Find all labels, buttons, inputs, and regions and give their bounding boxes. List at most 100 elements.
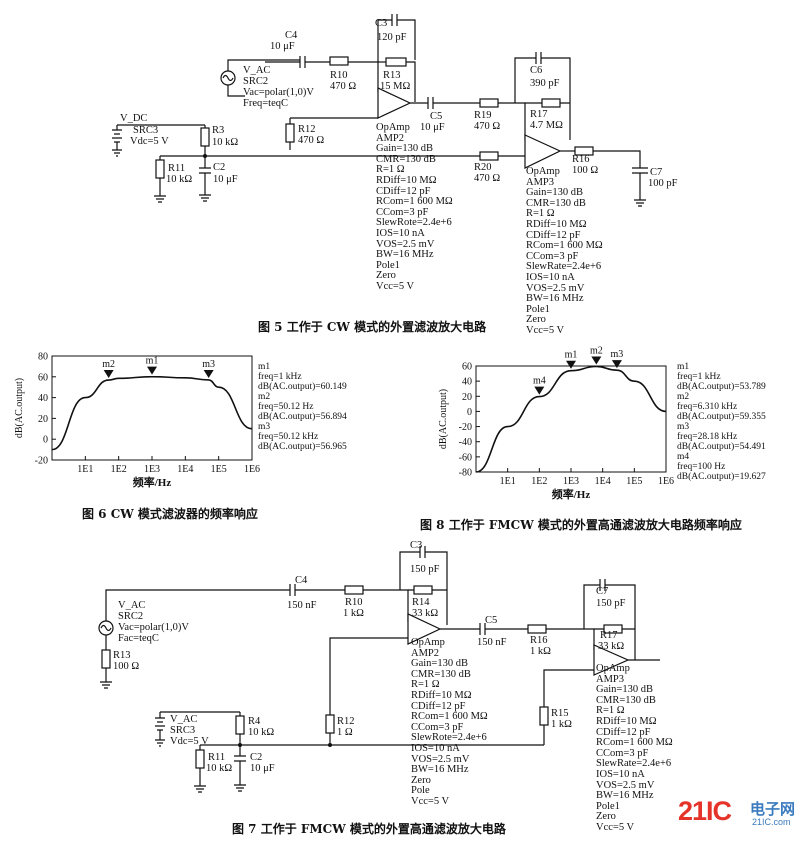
fig8-m3-freq: freq=28.18 kHz: [677, 432, 738, 442]
fig7-c5-value: 150 nF: [477, 637, 507, 648]
fig8-ylabel: dB(AC.output): [438, 389, 449, 449]
fig8-marker-tag-m1: m1: [565, 350, 578, 361]
fig8-series-line: [476, 366, 666, 472]
fig5-vac-label: V_AC: [243, 65, 271, 76]
fig7-vac-eq: Vac=polar(1,0)V: [118, 622, 189, 633]
fig6-marker-m3: m3 freq=50.12 kHz dB(AC.output)=56.965: [258, 422, 347, 452]
fig6-ytick-label-1: 0: [43, 435, 48, 446]
fig8-ytick-label-1: -60: [459, 452, 472, 463]
fig8-m1-db: dB(AC.output)=53.789: [677, 382, 766, 392]
fig7-vac-label: V_AC: [118, 600, 146, 611]
fig8-marker-triangle-m2: [591, 356, 602, 365]
fig5-freq-eq: Freq=teqC: [243, 98, 288, 109]
fig6-ytick-label-4: 60: [38, 372, 48, 383]
fig7-c2-value: 10 μF: [250, 763, 275, 774]
fig7-c2-label: C2: [250, 752, 263, 763]
fig5-src2-label: SRC2: [243, 76, 269, 87]
fig7-src3-label: SRC3: [170, 725, 196, 736]
fig7-c3-value: 150 pF: [410, 564, 440, 575]
fig7-r16-label: R16: [530, 635, 548, 646]
fig6-marker-tag-m1: m1: [146, 356, 159, 367]
fig5-r12-value: 470 Ω: [298, 135, 325, 146]
fig8-m4-name: m4: [677, 452, 690, 462]
fig6-ytick-label-3: 40: [38, 393, 48, 404]
fig6-marker-tag-m2: m2: [102, 359, 115, 370]
fig8-ytick-label-4: 0: [467, 407, 472, 418]
fig6-ytick-label-5: 80: [38, 352, 48, 363]
fig6-m3-db: dB(AC.output)=56.965: [258, 442, 347, 452]
fig5-amp3-params: OpAmp AMP3 Gain=130 dB CMR=130 dB R=1 Ω …: [526, 166, 603, 336]
fig8-ytick-label-2: -40: [459, 437, 472, 448]
fig5-vdc-eq: Vdc=5 V: [130, 136, 169, 147]
fig5-r11-label: R11: [168, 163, 186, 174]
fig5-r20-value: 470 Ω: [474, 173, 501, 184]
fig6-xtick-label-5: 1E6: [244, 464, 260, 475]
fig5-c5-value: 10 μF: [420, 122, 445, 133]
fig5-c2-label: C2: [213, 162, 226, 173]
fig8-marker-m1: m1 freq=1 kHz dB(AC.output)=53.789: [677, 362, 766, 392]
fig8-caption: 图 8 工作于 FMCW 模式的外置高通滤波放大电路频率响应: [420, 518, 742, 532]
fig6-m3-freq: freq=50.12 kHz: [258, 432, 319, 442]
fig8-marker-triangle-m3: [611, 360, 622, 369]
fig7-r16-value: 1 kΩ: [530, 646, 551, 657]
fig5-src3-label: SRC3: [133, 125, 159, 136]
fig7-c4-label: C4: [295, 575, 308, 586]
fig8-m3-name: m3: [677, 422, 690, 432]
fig5-r19-value: 470 Ω: [474, 121, 501, 132]
fig7-r10-value: 1 kΩ: [343, 608, 364, 619]
fig8-m1-name: m1: [677, 362, 690, 372]
fig7-amp3-params: OpAmp AMP3 Gain=130 dB CMR=130 dB R=1 Ω …: [596, 663, 673, 833]
fig5-r17-value: 4.7 MΩ: [530, 120, 563, 131]
fig5-c5-label: C5: [430, 111, 443, 122]
fig6-marker-triangle-m1: [147, 366, 157, 375]
fig6-ylabel: dB(AC.output): [14, 378, 25, 438]
fig6-marker-tag-m3: m3: [202, 359, 215, 370]
fig6-m2-freq: freq=50.12 Hz: [258, 402, 314, 412]
fig5-r20-label: R20: [474, 162, 492, 173]
fig5-c3-value: 120 pF: [377, 32, 407, 43]
fig7-c5-label: C5: [485, 615, 498, 626]
fig6-m1-freq: freq=1 kHz: [258, 372, 302, 382]
fig5-r16-label: R16: [572, 154, 590, 165]
fig5-r10-label: R10: [330, 70, 348, 81]
fig5-r13-value: 15 MΩ: [380, 81, 411, 92]
fig7-r12-value: 1 Ω: [337, 727, 353, 738]
fig7-c7-label: C7: [596, 586, 609, 597]
fig8-ytick-label-3: -20: [459, 422, 472, 433]
fig5-c7-value: 100 pF: [648, 178, 678, 189]
fig5-c7-label: C7: [650, 167, 663, 178]
fig6-ytick-label-2: 20: [38, 414, 48, 425]
fig8-m4-freq: freq=100 Hz: [677, 462, 726, 472]
fig7-src2-label: SRC2: [118, 611, 144, 622]
fig7-r15-label: R15: [551, 708, 569, 719]
fig7-freq-eq: Fac=teqC: [118, 633, 159, 644]
fig5-r11-value: 10 kΩ: [166, 174, 193, 185]
fig7-r4-value: 10 kΩ: [248, 727, 275, 738]
fig7-c4-value: 150 nF: [287, 600, 317, 611]
fig7-r15-value: 1 kΩ: [551, 719, 572, 730]
fig5-r16-value: 100 Ω: [572, 165, 599, 176]
fig8-marker-triangle-m1: [566, 360, 576, 369]
fig8-m4-db: dB(AC.output)=19.627: [677, 472, 766, 482]
fig5-c2-value: 10 μF: [213, 174, 238, 185]
fig6-marker-m1: m1 freq=1 kHz dB(AC.output)=60.149: [258, 362, 347, 392]
fig6-m3-name: m3: [258, 422, 271, 432]
fig6-xlabel: 频率/Hz: [133, 475, 172, 489]
fig8-marker-m4: m4 freq=100 Hz dB(AC.output)=19.627: [677, 452, 766, 482]
fig8-ytick-label-6: 40: [462, 377, 472, 388]
fig8-ytick-label-7: 60: [462, 362, 472, 373]
fig8-xlabel: 频率/Hz: [552, 487, 591, 501]
watermark-logo: 21IC 电子网 21IC.com: [678, 796, 804, 836]
fig5-c4-value: 10 μF: [270, 41, 295, 52]
fig7-vdc-eq: Vdc=5 V: [170, 736, 209, 747]
fig8-marker-m3: m3 freq=28.18 kHz dB(AC.output)=54.491: [677, 422, 766, 452]
fig6-marker-m2: m2 freq=50.12 Hz dB(AC.output)=56.894: [258, 392, 347, 422]
fig5-r3-label: R3: [212, 125, 225, 136]
fig8-m3-db: dB(AC.output)=54.491: [677, 442, 766, 452]
fig7-r17-value: 33 kΩ: [598, 641, 625, 652]
fig7-c3-label: C3: [410, 540, 423, 551]
fig7-r4-label: R4: [248, 716, 261, 727]
